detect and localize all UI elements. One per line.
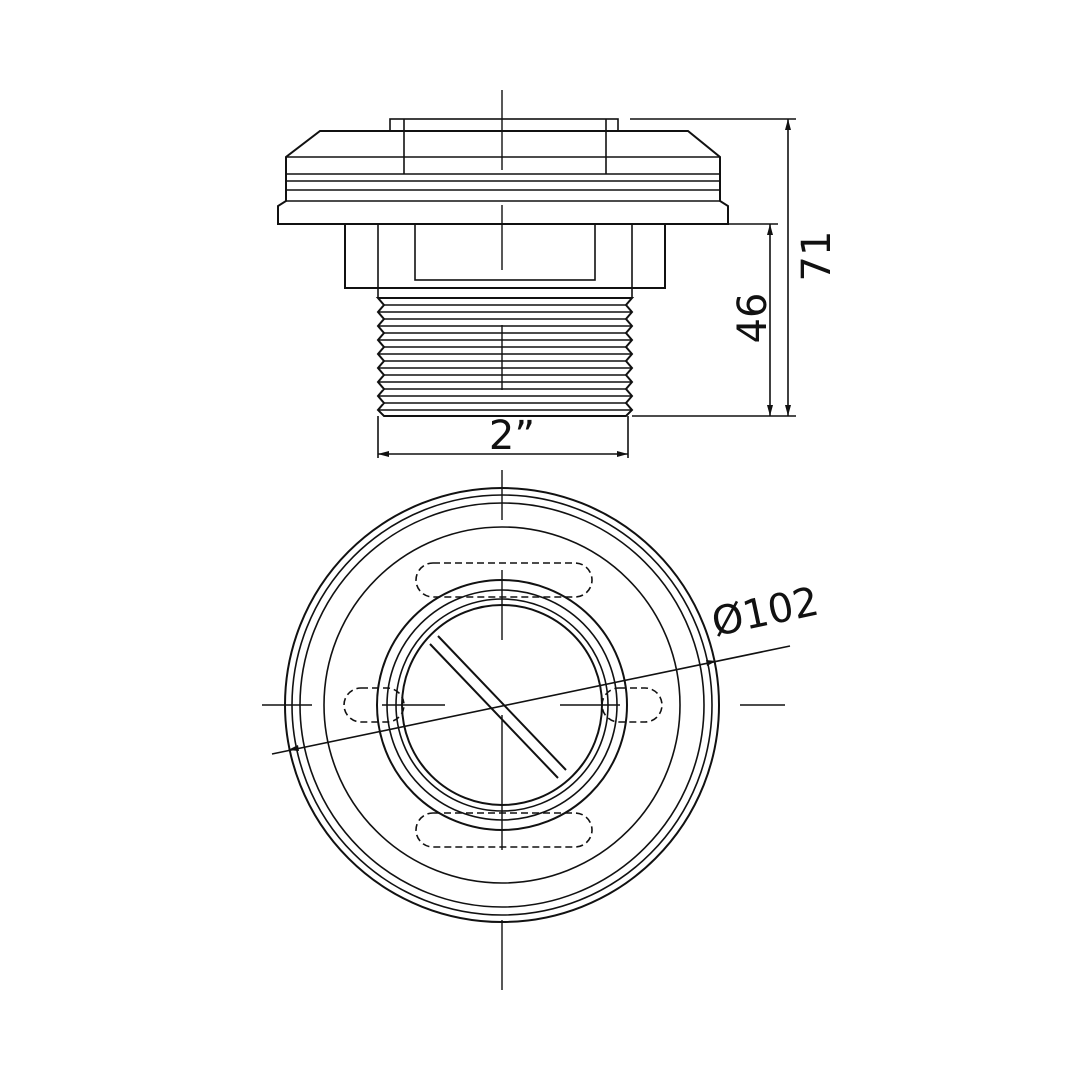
flange-inner-face bbox=[323, 526, 681, 884]
top-view: Ø102 bbox=[262, 470, 823, 990]
flange-outer-edge bbox=[284, 487, 720, 923]
flange-chamfer-edge bbox=[291, 494, 713, 916]
dimension-thread-width-label: 2” bbox=[489, 413, 535, 459]
dimension-body-height-label: 46 bbox=[730, 293, 776, 344]
thread bbox=[375, 297, 635, 417]
flange bbox=[277, 130, 729, 225]
hidden-slot-left bbox=[343, 687, 405, 723]
cross-bar bbox=[429, 635, 567, 779]
hidden-slot-right bbox=[601, 687, 663, 723]
hidden-slot-bottom bbox=[415, 812, 593, 848]
bore-ring bbox=[386, 589, 618, 821]
bore-edge bbox=[401, 604, 603, 806]
dimension-diameter-leader bbox=[271, 645, 791, 755]
top-cap bbox=[389, 118, 619, 174]
hidden-slot-top bbox=[415, 562, 593, 598]
dimension-total-height-label: 71 bbox=[794, 231, 840, 282]
bore-inner-ring bbox=[395, 598, 609, 812]
flange-step bbox=[299, 502, 705, 908]
dimension-thread-width bbox=[377, 416, 629, 458]
bore-outer-ring bbox=[376, 579, 628, 831]
dimension-total-height bbox=[630, 118, 796, 417]
dimension-diameter-label: Ø102 bbox=[708, 579, 823, 646]
collar bbox=[344, 223, 666, 298]
dimension-body-height bbox=[728, 223, 778, 416]
side-view: 71 46 2” bbox=[277, 90, 840, 459]
